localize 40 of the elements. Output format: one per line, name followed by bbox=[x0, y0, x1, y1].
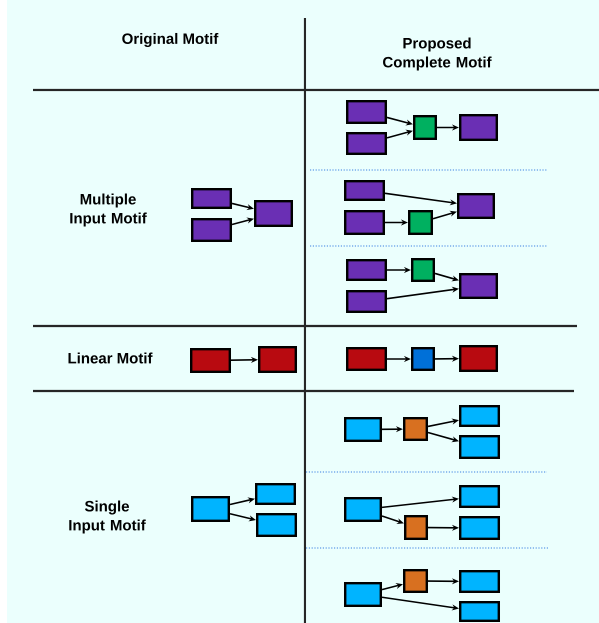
motif-node bbox=[346, 259, 387, 281]
motif-node bbox=[459, 485, 500, 508]
motif-node bbox=[344, 417, 382, 442]
motif-node bbox=[346, 132, 387, 155]
motif-node bbox=[344, 180, 385, 201]
motif-node bbox=[411, 347, 435, 371]
motif-node bbox=[344, 497, 382, 522]
motif-node bbox=[459, 405, 500, 427]
motif-node bbox=[344, 582, 382, 607]
motif-node bbox=[346, 347, 387, 371]
motif-node bbox=[191, 218, 232, 242]
motif-node bbox=[190, 348, 231, 373]
motif-node bbox=[459, 114, 498, 141]
motif-node bbox=[459, 570, 500, 593]
motif-node bbox=[191, 496, 230, 522]
motif-node bbox=[191, 188, 232, 209]
motif-node bbox=[413, 115, 437, 140]
motif-node bbox=[459, 345, 498, 372]
motif-node bbox=[344, 210, 385, 235]
motif-node bbox=[403, 417, 428, 441]
motif-node bbox=[459, 435, 500, 459]
row-label: Single Input Motif bbox=[69, 500, 146, 534]
motif-node bbox=[346, 100, 387, 124]
motif-node bbox=[403, 569, 428, 593]
row-label: Linear Motif bbox=[68, 352, 153, 364]
motif-node bbox=[404, 515, 428, 540]
motif-node bbox=[346, 290, 387, 313]
motif-node bbox=[408, 210, 433, 235]
motif-node bbox=[459, 601, 500, 622]
motif-node bbox=[459, 273, 498, 299]
motif-node bbox=[459, 516, 500, 540]
motif-node bbox=[457, 193, 495, 219]
motif-node bbox=[411, 258, 435, 282]
motif-node bbox=[254, 200, 293, 227]
row-label: Multiple Input Motif bbox=[70, 194, 147, 226]
motif-node bbox=[258, 346, 297, 373]
motif-node bbox=[256, 513, 297, 537]
column-heading: Proposed Complete Motif bbox=[383, 38, 492, 70]
column-heading: Original Motif bbox=[122, 32, 218, 48]
motif-node bbox=[255, 483, 296, 505]
